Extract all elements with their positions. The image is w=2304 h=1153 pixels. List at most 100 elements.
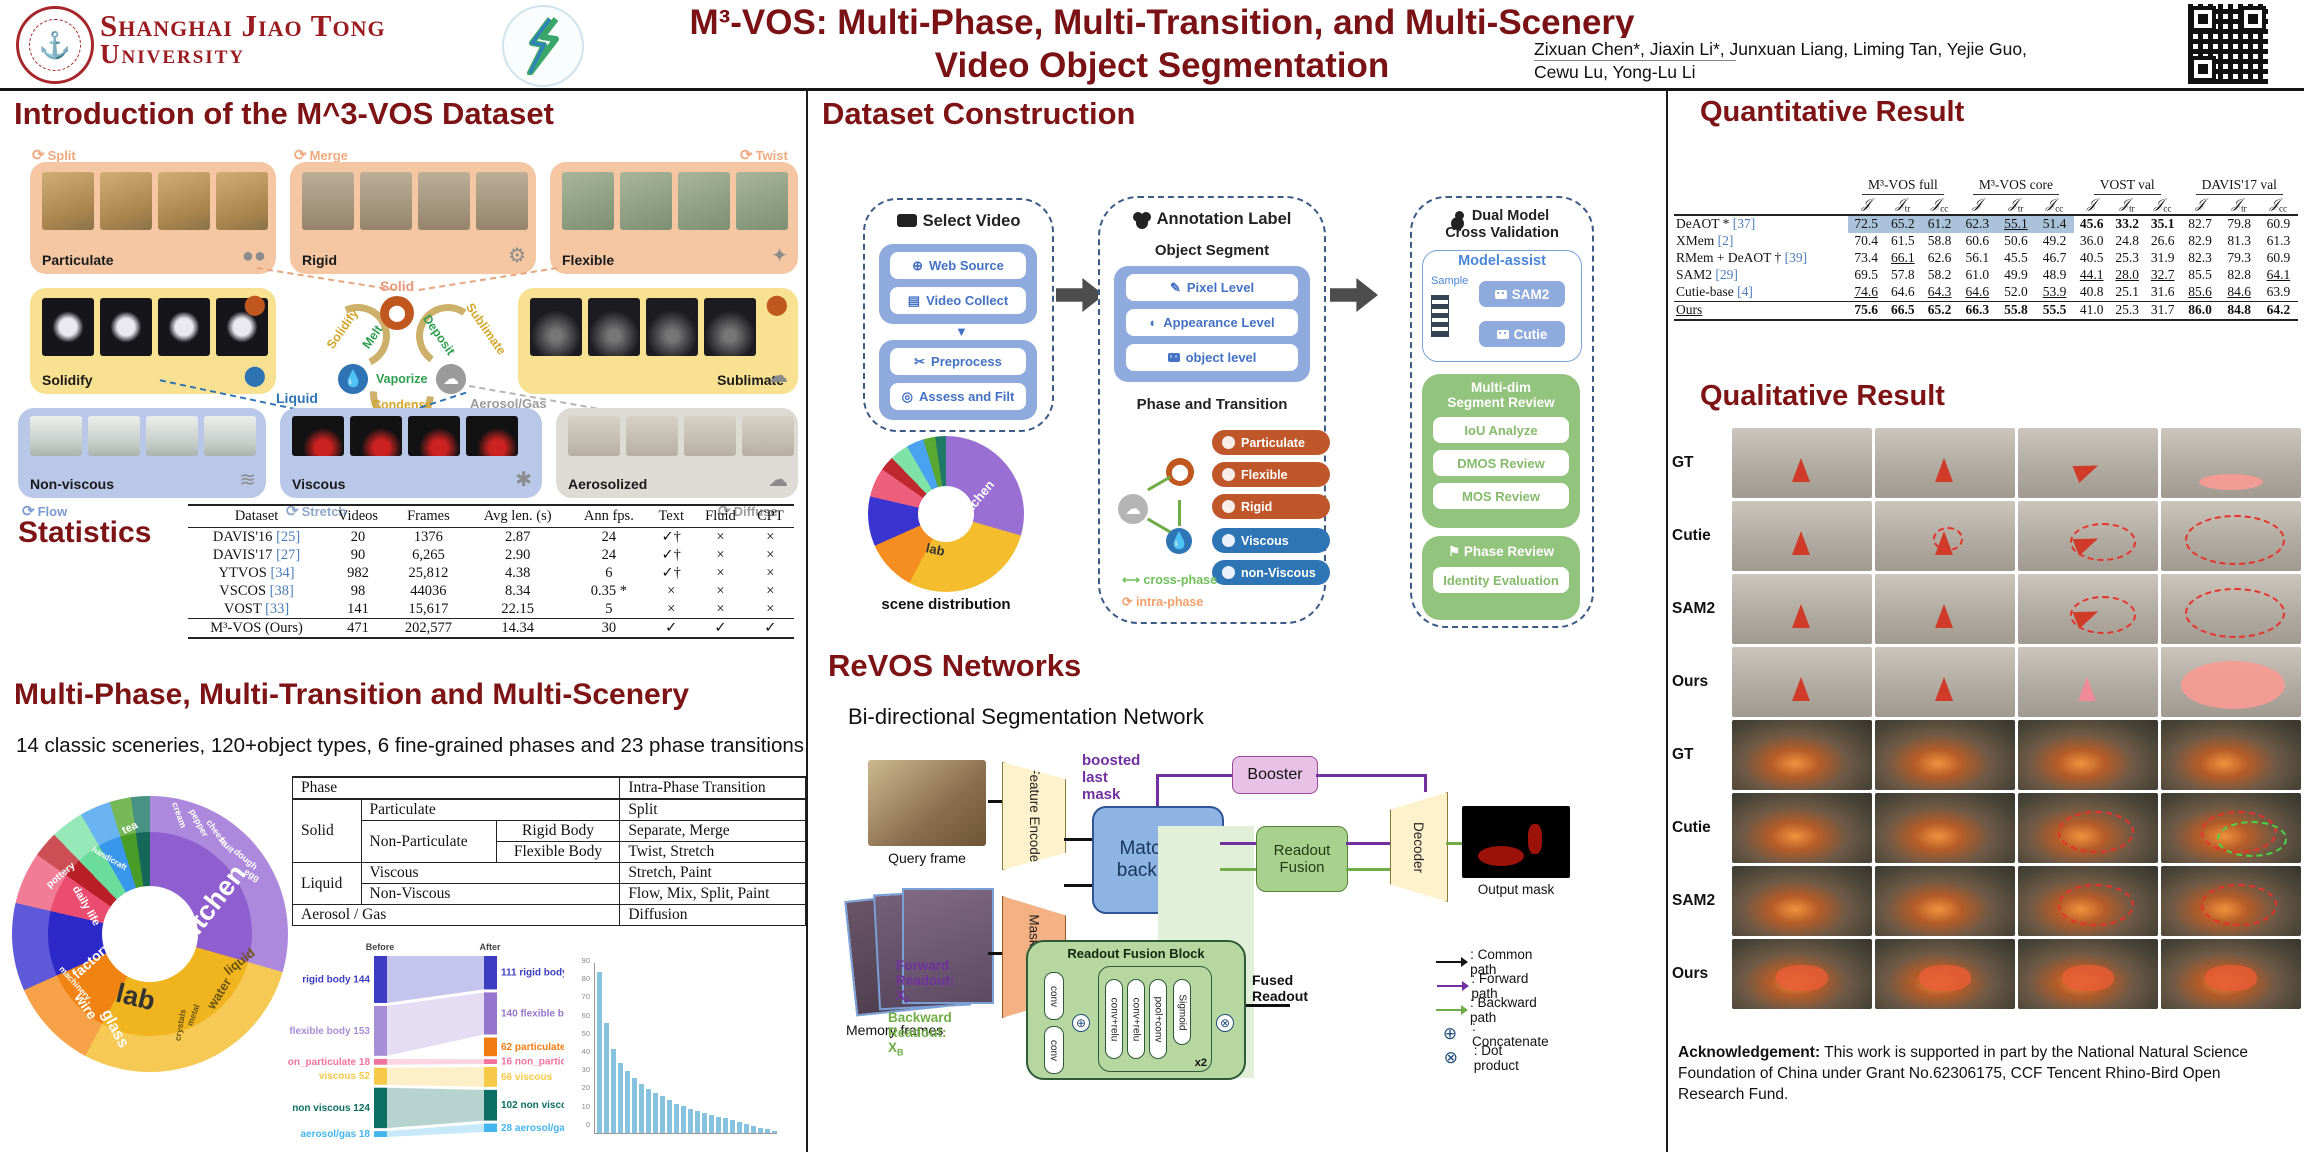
globe-icon: ⊕ <box>912 257 923 273</box>
twist-loop-label: ⟳Twist <box>740 147 788 164</box>
forward-arrow <box>1424 774 1427 792</box>
video-frame-thumb <box>562 172 614 230</box>
conv-relu-pill: conv+relu <box>1105 979 1123 1059</box>
metric-header: 𝒥 <box>1861 196 1871 213</box>
cross-phase-arrow <box>1147 517 1171 533</box>
stats-col-header: Avg len. (s) <box>466 504 570 528</box>
bar <box>723 1118 728 1133</box>
metric-value: 64.6 <box>1965 284 1990 300</box>
qual-frame <box>1732 720 1872 790</box>
prediction-ellipse-red <box>2070 523 2136 561</box>
stats-cell: 1376 <box>413 528 443 545</box>
arrow-forward-icon <box>1436 981 1469 990</box>
qualitative-heading: Qualitative Result <box>1700 380 1945 412</box>
liquid-cell: Liquid <box>292 862 362 905</box>
conv-pill: conv <box>1044 972 1064 1020</box>
backward-readout-label: Backward Readout: XB <box>888 1010 952 1058</box>
method-name: Cutie-base [4] <box>1676 284 1753 300</box>
legend-row: ⊕: Concatenate <box>1436 1019 1551 1049</box>
forward-arrow <box>1156 774 1232 777</box>
stats-cell: ✓ <box>694 618 747 639</box>
qual-row-label: Cutie <box>1672 527 1711 544</box>
metric-header: 𝒥 <box>2195 196 2205 213</box>
metric-value: 55.5 <box>2035 300 2074 321</box>
qual-frame <box>1732 501 1872 571</box>
gas-node-icon: ☁ <box>1118 494 1148 524</box>
sjtu-anchor-icon: ⚓ <box>29 19 81 71</box>
metric-value: 25.3 <box>2109 300 2145 321</box>
metric-value: 70.4 <box>1854 233 1878 249</box>
shirt-icon: ✦ <box>771 245 788 267</box>
svg-text:non_particulate 18: non_particulate 18 <box>288 1057 370 1068</box>
loop-arrow-icon: ⟳ <box>32 147 45 164</box>
title-line2: Video Object Segmentation <box>934 46 1390 85</box>
revos-heading: ReVOS Networks <box>828 648 1082 683</box>
pool-conv-pill: pool+conv <box>1149 979 1167 1059</box>
rigid-icon <box>1222 500 1235 513</box>
concat-icon: ⊕ <box>1442 1024 1458 1043</box>
liquid-phase-icon: ⬤ <box>243 365 266 387</box>
metric-value: 61.0 <box>1965 267 1990 283</box>
prediction-ellipse-red <box>1933 527 1963 551</box>
bar <box>597 971 602 1133</box>
forward-readout-label: Forward Readout: XF <box>896 958 955 1006</box>
output-mask-image <box>1462 806 1570 878</box>
metric-value: 75.6 <box>1847 300 1885 321</box>
video-frame-thumb <box>100 298 152 356</box>
qual-frame <box>2018 720 2158 790</box>
metric-value: 56.1 <box>1965 250 1990 266</box>
arrow-backward-icon <box>1436 1005 1468 1014</box>
separate-merge-cell: Separate, Merge <box>619 820 806 842</box>
particulate-icon <box>1222 436 1235 449</box>
svg-text:viscous 52: viscous 52 <box>319 1071 371 1082</box>
group-label: DAVIS'17 val <box>2195 177 2283 195</box>
intra-phase-loop-icon: ⟳ <box>1335 552 1346 567</box>
bar <box>625 1070 630 1133</box>
video-frame-thumb <box>678 172 730 230</box>
video-frame-thumb <box>418 172 470 230</box>
object-cone <box>1792 458 1810 482</box>
stats-cell: 25,812 <box>408 564 449 581</box>
bar <box>765 1129 770 1133</box>
mask-overlay <box>1919 965 1971 991</box>
feature-encoder: Feature Encoder <box>1002 762 1066 870</box>
metric-value: 25.1 <box>2115 284 2139 300</box>
metric-value: 82.7 <box>2180 213 2220 233</box>
double-arrow-icon: ⟷ <box>1122 573 1144 587</box>
svg-text:111 rigid body: 111 rigid body <box>501 968 564 979</box>
readout-fusion: Readout Fusion <box>1256 826 1348 892</box>
qual-frame <box>2018 866 2158 936</box>
sjtu-logo: ⚓ <box>16 6 94 84</box>
non-viscous-panel: Non-viscous ≋ <box>18 408 266 498</box>
stats-cell: × <box>716 600 725 617</box>
metric-value: 82.3 <box>2188 250 2212 266</box>
title-line1: M³-VOS: Multi-Phase, Multi-Transition, a… <box>689 3 1635 42</box>
stats-cell: × <box>716 528 725 545</box>
y-axis-tick: 10 <box>581 1101 590 1111</box>
down-arrow-icon: ▼ <box>955 324 968 339</box>
scissors-icon: ✂ <box>914 353 926 369</box>
video-frame-thumb <box>466 416 518 456</box>
mask-overlay <box>2199 474 2263 490</box>
bar <box>709 1114 714 1133</box>
metric-group-header: M³-VOS core <box>1958 176 2074 195</box>
metric-value: 31.6 <box>2150 284 2175 300</box>
x2-label: x2 <box>1194 1057 1207 1069</box>
multi-heading: Multi-Phase, Multi-Transition and Multi-… <box>14 678 690 711</box>
flow-arrow-icon <box>1330 278 1378 312</box>
metric-value: 33.2 <box>2109 213 2145 233</box>
stats-cell: × <box>667 600 676 617</box>
video-frame-thumb <box>620 172 672 230</box>
metric-value: 26.6 <box>2150 233 2175 249</box>
metric-value: 58.8 <box>1927 233 1952 249</box>
metric-value: 45.6 <box>2073 213 2110 233</box>
stats-cell: 98 <box>350 582 366 599</box>
qual-frame <box>2161 720 2301 790</box>
liquid-node-icon: 💧 <box>1166 528 1192 554</box>
qual-frame <box>1875 501 2015 571</box>
video-frame-thumb <box>588 298 640 356</box>
review-item: DMOS Review <box>1433 450 1569 476</box>
legend-row: : Backward path <box>1436 995 1551 1025</box>
arrow <box>1064 884 1092 887</box>
metric-value: 41.0 <box>2073 300 2110 321</box>
